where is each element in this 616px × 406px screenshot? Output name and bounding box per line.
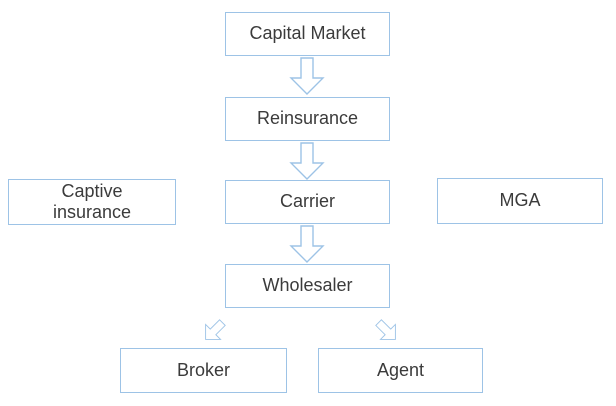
node-captive-insurance: Captive insurance (8, 179, 176, 225)
down-arrow-icon-carrier-to-wholesaler (289, 225, 325, 263)
node-reinsurance: Reinsurance (225, 97, 390, 141)
node-mga: MGA (437, 178, 603, 224)
down-left-arrow-icon-wholesaler-to-broker (197, 314, 231, 348)
node-mga-label: MGA (499, 190, 541, 211)
node-broker: Broker (120, 348, 287, 393)
node-captive-insurance-label: Captive insurance (52, 180, 132, 222)
node-broker-label: Broker (176, 359, 230, 380)
node-capital-market: Capital Market (225, 12, 390, 56)
down-arrow-icon-reinsurance-to-carrier (289, 142, 325, 180)
node-carrier: Carrier (225, 180, 390, 224)
node-agent: Agent (318, 348, 483, 393)
node-reinsurance-label: Reinsurance (256, 108, 359, 129)
node-agent-label: Agent (376, 359, 425, 380)
node-capital-market-label: Capital Market (249, 23, 366, 44)
node-carrier-label: Carrier (279, 191, 335, 212)
node-wholesaler: Wholesaler (225, 264, 390, 308)
down-right-arrow-icon-wholesaler-to-agent (370, 314, 404, 348)
node-wholesaler-label: Wholesaler (262, 275, 353, 296)
down-arrow-icon-capital-to-reinsurance (289, 57, 325, 95)
